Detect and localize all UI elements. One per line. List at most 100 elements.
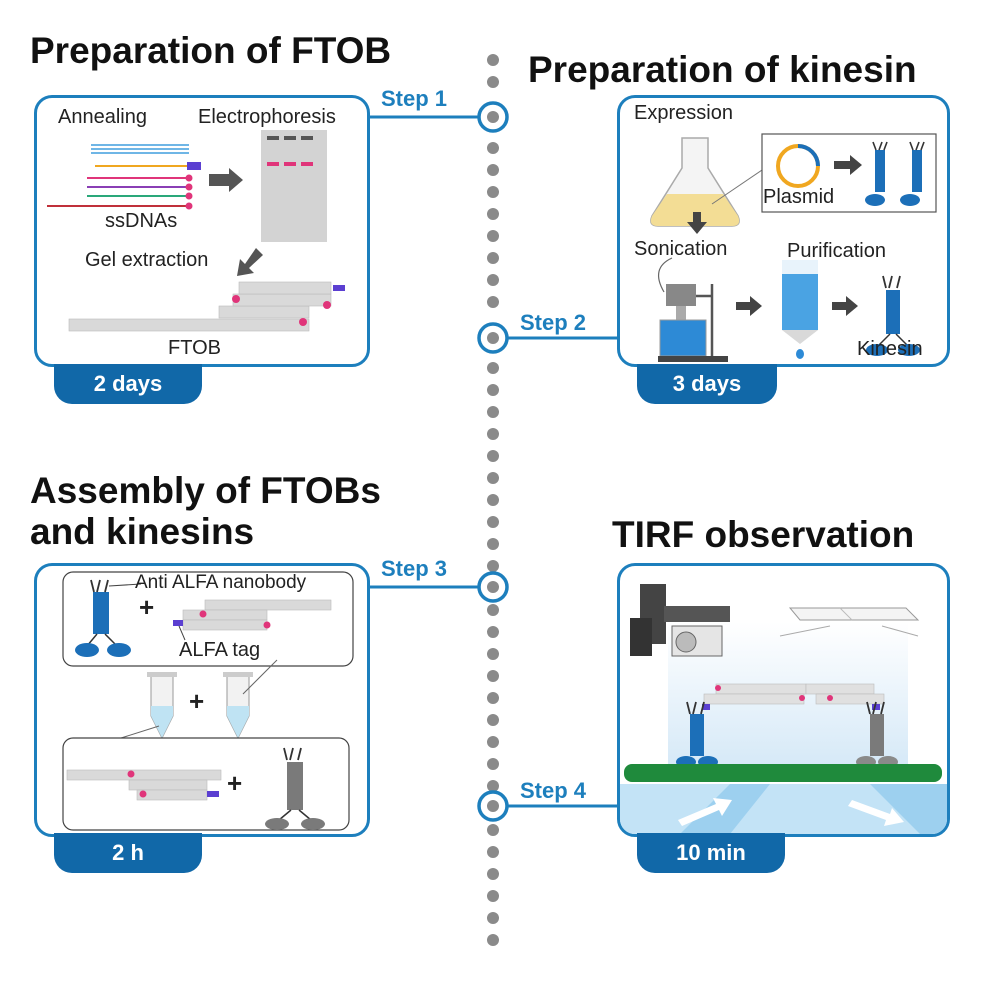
sonication-label: Sonication [634, 238, 728, 260]
timeline-dot [487, 538, 499, 550]
plus-sign: + [139, 592, 155, 622]
timeline-dot [487, 362, 499, 374]
gel-icon [261, 130, 327, 242]
timeline-dot [487, 406, 499, 418]
timeline-dot [487, 736, 499, 748]
timeline-dot [487, 912, 499, 924]
assembly-panel: Anti ALFA nanobody ALFA tag + + + [34, 563, 370, 837]
timeline-dot [487, 494, 499, 506]
glass-surface [620, 784, 730, 834]
timeline-dot [487, 648, 499, 660]
tirf-illustration [620, 584, 947, 834]
timeline-dot [487, 780, 499, 792]
timeline-dot [487, 846, 499, 858]
timeline-dot [487, 274, 499, 286]
microscope-icon [630, 584, 730, 657]
gel-extraction-label: Gel extraction [85, 249, 209, 271]
arrow-right-icon [834, 155, 862, 175]
timeline-dot [487, 450, 499, 462]
assembly-heading-line1: Assembly of FTOBs [30, 470, 381, 511]
kinesin-panel: Expression Plasmid Sonication Purificati… [617, 95, 950, 367]
ftob-bundle [173, 599, 332, 641]
kinesin-duration-badge: 3 days [637, 364, 777, 404]
timeline-dot [487, 332, 499, 344]
ftob-chain [702, 683, 885, 710]
timeline-dot [487, 428, 499, 440]
kinesin-icon [866, 275, 920, 356]
step4-marker [477, 790, 509, 822]
step3-label: Step 3 [381, 556, 448, 581]
ftob-duration-badge: 2 days [54, 364, 202, 404]
kinesin-heading: Preparation of kinesin [528, 49, 917, 90]
column-icon [782, 260, 818, 359]
kinesin-illustration [650, 133, 937, 362]
arrow-right-icon [736, 296, 762, 316]
timeline-dot [487, 252, 499, 264]
flask-icon [650, 137, 740, 227]
timeline-dot [487, 142, 499, 154]
timeline-dot [487, 516, 499, 528]
kinesin-small-icon [865, 141, 925, 206]
timeline-dot [487, 800, 499, 812]
ftob-bundle [68, 281, 345, 332]
timeline-dot [487, 890, 499, 902]
arrow-down-right-icon [848, 800, 904, 826]
plus-sign: + [227, 768, 243, 798]
timeline-dot [487, 76, 499, 88]
tube-pointer [242, 659, 278, 695]
timeline-dot [487, 186, 499, 198]
ftob-illustration [47, 130, 345, 332]
timeline-dot [487, 111, 499, 123]
ftob-heading: Preparation of FTOB [30, 30, 392, 71]
nanobody-label: Anti ALFA nanobody [135, 572, 307, 593]
purification-label: Purification [787, 240, 886, 262]
plasmid-icon [776, 144, 820, 188]
ftob-bundle [66, 769, 222, 801]
timeline-dot [487, 164, 499, 176]
electrophoresis-label: Electrophoresis [198, 106, 336, 128]
assembly-illustration [62, 571, 354, 831]
expression-label: Expression [634, 102, 733, 124]
kinesin-gray-icon [265, 747, 325, 830]
alfa-tag-label: ALFA tag [179, 639, 261, 661]
timeline-dot [487, 824, 499, 836]
tirf-panel [617, 563, 950, 837]
timeline-dot [487, 296, 499, 308]
ftob-panel: Annealing Electrophoresis ssDNAs Gel ext… [34, 95, 370, 367]
timeline-dot [487, 54, 499, 66]
annealing-label: Annealing [58, 106, 147, 128]
timeline-dots [487, 54, 499, 946]
tube-icon [223, 672, 253, 740]
timeline-dot [487, 560, 499, 572]
timeline-dot [487, 934, 499, 946]
step2-label: Step 2 [520, 310, 587, 335]
timeline-dot [487, 208, 499, 220]
timeline-dot [487, 581, 499, 593]
tirf-heading: TIRF observation [612, 514, 915, 555]
step3-marker [477, 571, 509, 603]
timeline-dot [487, 692, 499, 704]
tube-icon [147, 672, 177, 740]
arrow-down-icon [687, 212, 707, 234]
slide-icon [779, 607, 920, 637]
tube-pointer [120, 725, 160, 739]
tirf-duration-badge: 10 min [637, 833, 785, 873]
ftob-label: FTOB [168, 337, 221, 359]
step2-marker [477, 322, 509, 354]
assembly-duration-badge: 2 h [54, 833, 202, 873]
step1-marker [477, 101, 509, 133]
microtubule [624, 764, 942, 782]
arrow-right-icon [832, 296, 858, 316]
timeline-dot [487, 670, 499, 682]
timeline-dot [487, 714, 499, 726]
step1-label: Step 1 [381, 86, 448, 111]
arrow-down-left-icon [237, 248, 263, 276]
sonicator-icon [657, 257, 728, 362]
timeline-dot [487, 604, 499, 616]
timeline-dot [487, 472, 499, 484]
timeline-dot [487, 384, 499, 396]
kinesin-label: Kinesin [857, 338, 923, 360]
ssdnas-label: ssDNAs [105, 210, 178, 232]
kinesin-icon [75, 579, 142, 657]
